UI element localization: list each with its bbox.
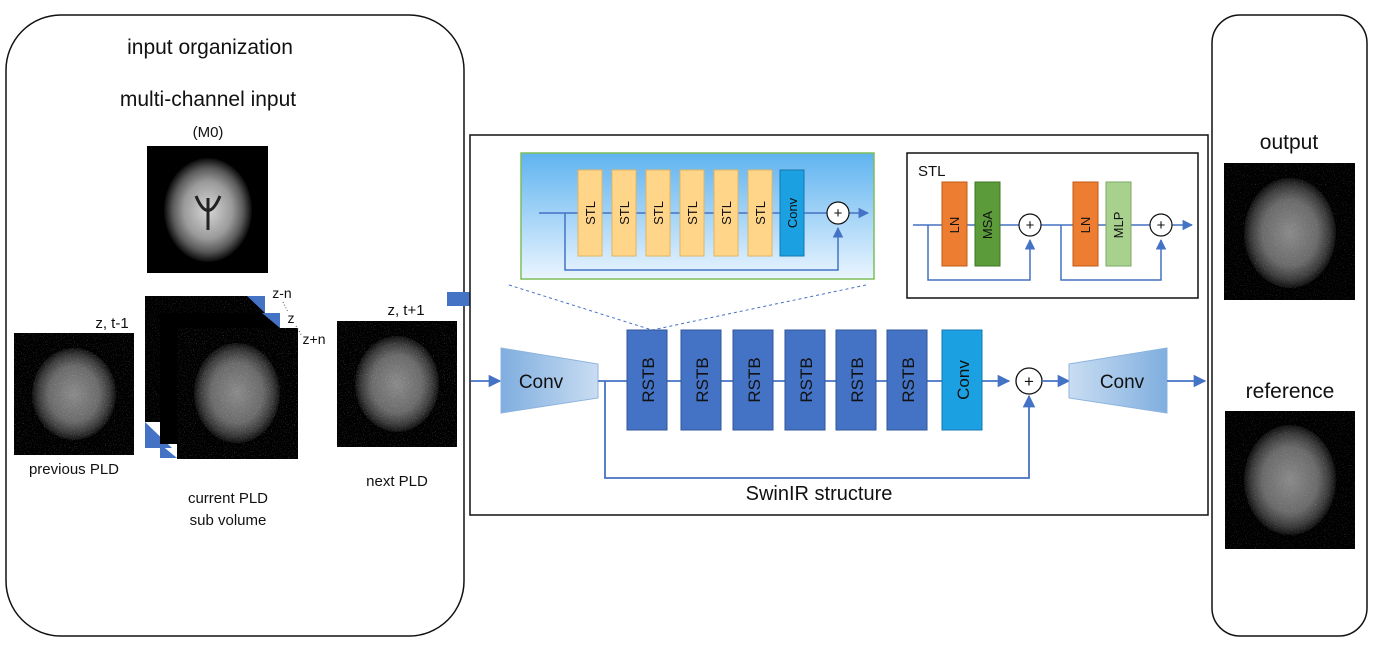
reference-label: reference xyxy=(1246,380,1335,403)
previous-pld-image xyxy=(14,333,134,455)
next-caption: next PLD xyxy=(366,473,428,490)
rstb-conv-label: Conv xyxy=(785,197,800,228)
stl-block-6 xyxy=(747,169,773,257)
zoom-line-left xyxy=(508,284,653,331)
current-caption-line2: sub volume xyxy=(190,512,267,529)
rstb-label-4: RSTB xyxy=(797,357,816,402)
ln-block-2 xyxy=(1072,181,1099,267)
input-panel-title: input organization xyxy=(127,36,293,59)
stl-label-3: STL xyxy=(651,201,666,225)
slice-label-z: z xyxy=(288,310,295,326)
output-conv-trapezoid xyxy=(1068,347,1168,414)
stl-label-5: STL xyxy=(719,201,734,225)
rstb-label-5: RSTB xyxy=(848,357,867,402)
ln-label-2: LN xyxy=(1078,217,1093,234)
output-panel: output reference xyxy=(1211,14,1368,637)
mlp-block xyxy=(1105,181,1132,267)
next-pld-image xyxy=(337,321,457,447)
rstb-label-6: RSTB xyxy=(899,357,918,402)
rstb-sum-node xyxy=(826,201,850,225)
rstb-block-6 xyxy=(886,329,928,431)
swinir-panel: STL STL STL STL STL STL Conv + STL LN MS… xyxy=(469,134,1209,516)
output-label: output xyxy=(1260,131,1319,154)
reference-image xyxy=(1225,411,1355,549)
rstb-detail-inset: STL STL STL STL STL STL Conv + xyxy=(520,152,875,280)
main-conv-label: Conv xyxy=(954,360,973,400)
rstb-block-5 xyxy=(835,329,877,431)
next-top-label: z, t+1 xyxy=(387,302,424,319)
rstb-block-3 xyxy=(732,329,774,431)
output-image xyxy=(1224,163,1355,300)
stl-block-1 xyxy=(577,169,603,257)
stl-block-4 xyxy=(679,169,705,257)
output-conv-label: Conv xyxy=(1100,372,1145,393)
rstb-sum-symbol: + xyxy=(834,205,843,222)
stl-label-6: STL xyxy=(753,201,768,225)
current-pld-stack xyxy=(145,296,298,459)
zoom-line-right xyxy=(651,284,867,331)
current-caption-line1: current PLD xyxy=(188,490,268,507)
main-sum-symbol: + xyxy=(1024,372,1034,391)
rstb-label-2: RSTB xyxy=(693,357,712,402)
stl-detail-title: STL xyxy=(918,163,946,180)
rstb-block-1 xyxy=(626,329,668,431)
stl-sum-symbol-1: + xyxy=(1026,217,1035,234)
input-panel-subtitle: multi-channel input xyxy=(120,88,296,111)
m0-image xyxy=(147,146,268,273)
stl-sum-symbol-2: + xyxy=(1157,217,1166,234)
stl-sum-node-1 xyxy=(1018,213,1042,237)
input-conv-trapezoid xyxy=(500,347,599,414)
stl-block-2 xyxy=(611,169,637,257)
input-conv-label: Conv xyxy=(519,372,564,393)
msa-label: MSA xyxy=(980,211,995,240)
rstb-block-2 xyxy=(680,329,722,431)
stl-detail-inset: STL LN MSA LN MLP + + xyxy=(906,152,1199,299)
stl-label-2: STL xyxy=(617,201,632,225)
stl-block-3 xyxy=(645,169,671,257)
global-skip-connection xyxy=(604,381,1036,479)
rstb-conv-block xyxy=(779,169,805,257)
mlp-label: MLP xyxy=(1111,212,1126,239)
rstb-label-1: RSTB xyxy=(639,357,658,402)
prev-top-label: z, t-1 xyxy=(95,315,128,332)
stl-label-1: STL xyxy=(583,201,598,225)
input-organization-panel: input organization multi-channel input (… xyxy=(5,14,465,637)
stl-block-5 xyxy=(713,169,739,257)
slice-label-z-minus-n: z-n xyxy=(272,285,291,301)
ln-label-1: LN xyxy=(947,217,962,234)
main-conv-block xyxy=(941,329,983,431)
ln-block-1 xyxy=(941,181,968,267)
msa-block xyxy=(974,181,1001,267)
prev-caption: previous PLD xyxy=(29,461,119,478)
rstb-block-4 xyxy=(784,329,826,431)
rstb-label-3: RSTB xyxy=(745,357,764,402)
swinir-caption: SwinIR structure xyxy=(746,483,893,505)
stl-sum-node-2 xyxy=(1149,213,1173,237)
stl-label-4: STL xyxy=(685,201,700,225)
slice-label-z-plus-n: z+n xyxy=(303,331,326,347)
m0-label: (M0) xyxy=(193,124,224,141)
